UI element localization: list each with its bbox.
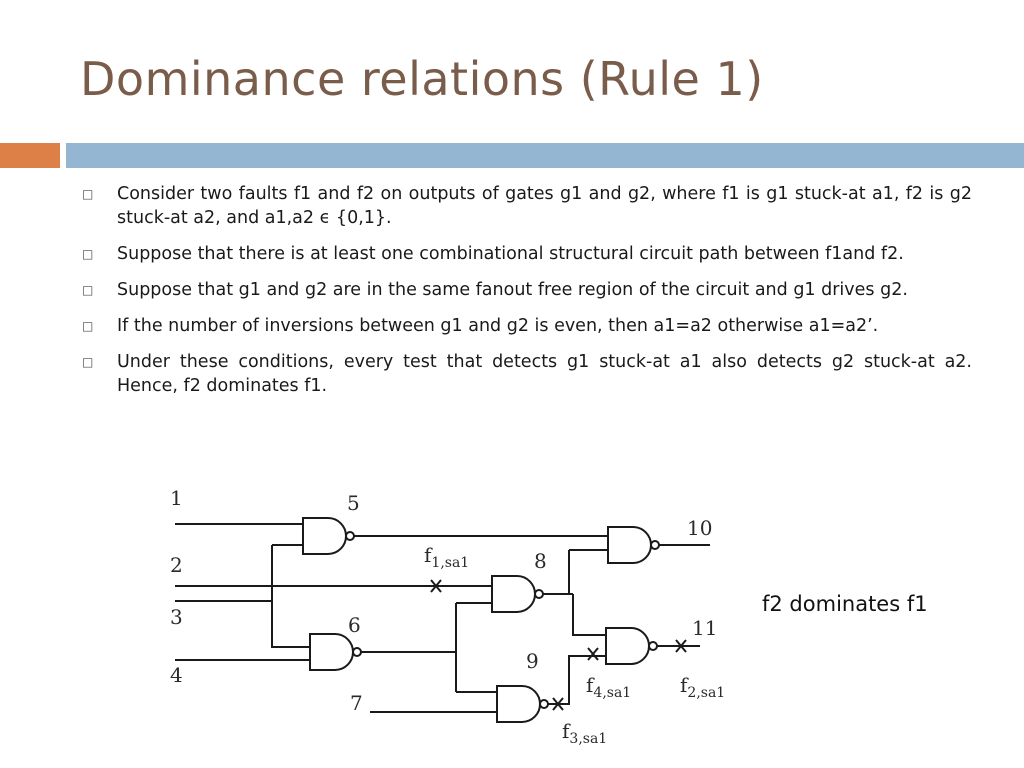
input-label-3: 3	[170, 605, 183, 629]
dominance-caption: f2 dominates f1	[762, 592, 928, 616]
fault-x-mark	[675, 639, 687, 653]
hollow-square-bullet-icon: □	[82, 283, 94, 297]
nand-gate-6	[309, 633, 354, 671]
hollow-square-bullet-icon: □	[82, 247, 94, 261]
orange-accent-bar	[0, 143, 60, 168]
bullet-text: Suppose that there is at least one combi…	[117, 244, 904, 264]
gate-label-5: 5	[347, 491, 360, 515]
inverter-bubble	[534, 589, 544, 599]
fault-label-f1: f1,sa1	[424, 543, 469, 571]
input-label-1: 1	[170, 486, 183, 510]
wire	[361, 602, 497, 693]
inverter-bubble	[650, 540, 660, 550]
nand-gate-8	[491, 575, 536, 613]
gate-label-6: 6	[348, 613, 361, 637]
fault-label-f4: f4,sa1	[586, 673, 631, 701]
inverter-bubble	[345, 531, 355, 541]
nand-gate-10	[607, 526, 652, 564]
bullet-text: If the number of inversions between g1 a…	[117, 316, 879, 336]
gate-label-8: 8	[534, 549, 547, 573]
nand-gate-11	[605, 627, 650, 665]
inverter-bubble	[539, 699, 549, 709]
nand-gate-5	[302, 517, 347, 555]
bullet-list: □ Consider two faults f1 and f2 on outpu…	[80, 182, 972, 410]
inverter-bubble	[648, 641, 658, 651]
bullet-item: □ Under these conditions, every test tha…	[80, 350, 972, 398]
bullet-text: Suppose that g1 and g2 are in the same f…	[117, 280, 908, 300]
fault-x-mark	[430, 579, 442, 593]
bullet-item: □ If the number of inversions between g1…	[80, 314, 972, 338]
bullet-text: Under these conditions, every test that …	[117, 352, 972, 396]
nand-circuit-diagram: 1 2 3 4 7 5 6 8 9 10 11 f1,sa1 f2,sa1 f3…	[170, 486, 725, 747]
fault-x-mark	[587, 647, 599, 661]
input-label-2: 2	[170, 553, 183, 577]
gate-label-11: 11	[692, 616, 717, 640]
blue-accent-bar	[66, 143, 1024, 168]
bullet-text: Consider two faults f1 and f2 on outputs…	[117, 184, 972, 228]
inverter-bubble	[352, 647, 362, 657]
slide-title: Dominance relations (Rule 1)	[80, 52, 764, 106]
bullet-item: □ Suppose that there is at least one com…	[80, 242, 972, 266]
gate-label-9: 9	[526, 649, 539, 673]
fault-x-mark	[552, 697, 564, 711]
wire	[271, 544, 310, 648]
input-label-7: 7	[350, 691, 363, 715]
nand-gate-9	[496, 685, 541, 723]
bullet-item: □ Suppose that g1 and g2 are in the same…	[80, 278, 972, 302]
hollow-square-bullet-icon: □	[82, 355, 94, 369]
hollow-square-bullet-icon: □	[82, 319, 94, 333]
wire	[543, 549, 608, 636]
bullet-item: □ Consider two faults f1 and f2 on outpu…	[80, 182, 972, 230]
fault-label-f2: f2,sa1	[680, 673, 725, 701]
input-label-4: 4	[170, 663, 183, 687]
hollow-square-bullet-icon: □	[82, 187, 94, 201]
gate-label-10: 10	[687, 516, 712, 540]
fault-label-f3: f3,sa1	[562, 719, 607, 747]
